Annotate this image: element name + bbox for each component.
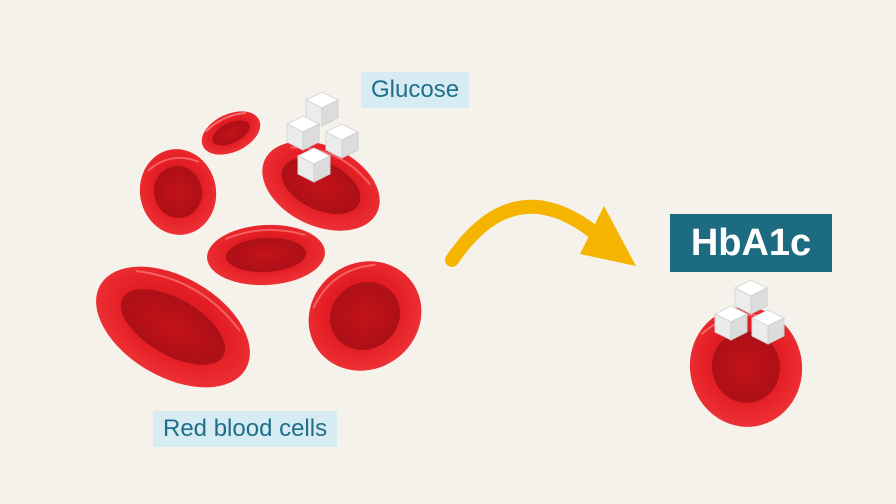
hba1c-label: HbA1c <box>670 214 832 272</box>
sugar-cube-icon <box>297 147 331 183</box>
red-blood-cell-icon <box>201 111 261 155</box>
sugar-cube-icon <box>325 123 359 159</box>
sugar-cube-icon <box>751 309 785 345</box>
sugar-cube-icon <box>714 305 748 341</box>
red-blood-cell-icon <box>139 149 217 235</box>
red-blood-cell-icon <box>207 224 325 286</box>
sugar-cube-icon <box>286 115 320 151</box>
curved-arrow-icon <box>445 199 636 267</box>
glucose-label: Glucose <box>361 72 470 108</box>
red-blood-cell-icon <box>308 261 422 371</box>
red-blood-cells-label: Red blood cells <box>153 411 338 447</box>
sugar-cube-icon <box>734 279 768 315</box>
red-blood-cell-icon <box>262 141 380 231</box>
red-blood-cell-icon <box>96 266 250 388</box>
